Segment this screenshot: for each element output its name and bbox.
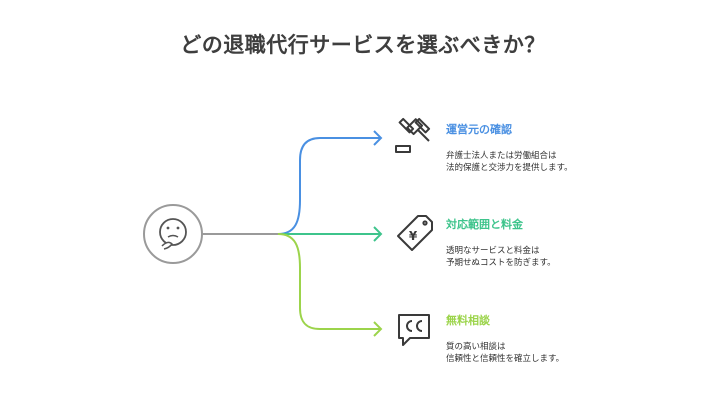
connector-top bbox=[277, 137, 381, 235]
connector-bottom bbox=[277, 233, 381, 330]
option-free-consultation: 無料相談 質の高い相談は 信頼性と信頼性を確立します。 bbox=[446, 312, 716, 365]
option-title: 運営元の確認 bbox=[446, 123, 512, 136]
page-title: どの退職代行サービスを選ぶべきか？ bbox=[180, 33, 546, 57]
arrow-middle bbox=[373, 226, 383, 242]
chat-cc-icon bbox=[398, 314, 430, 346]
gavel-icon bbox=[395, 117, 431, 153]
option-operator-check: 運営元の確認 弁護士法人または労働組合は 法的保護と交渉力を提供します。 bbox=[446, 121, 716, 174]
price-tag-icon: ¥ bbox=[397, 215, 433, 251]
option-title: 対応範囲と料金 bbox=[446, 218, 523, 231]
thinking-face-icon bbox=[143, 204, 203, 264]
option-description: 質の高い相談は 信頼性と信頼性を確立します。 bbox=[446, 342, 565, 364]
svg-text:¥: ¥ bbox=[409, 229, 418, 243]
arrow-top bbox=[373, 130, 383, 146]
option-title: 無料相談 bbox=[446, 314, 490, 327]
arrow-bottom bbox=[373, 321, 383, 337]
option-description: 透明なサービスと料金は 予期せぬコストを防ぎます。 bbox=[446, 246, 556, 268]
option-description: 弁護士法人または労働組合は 法的保護と交渉力を提供します。 bbox=[446, 151, 573, 173]
option-scope-and-fee: 対応範囲と料金 透明なサービスと料金は 予期せぬコストを防ぎます。 bbox=[446, 216, 716, 269]
